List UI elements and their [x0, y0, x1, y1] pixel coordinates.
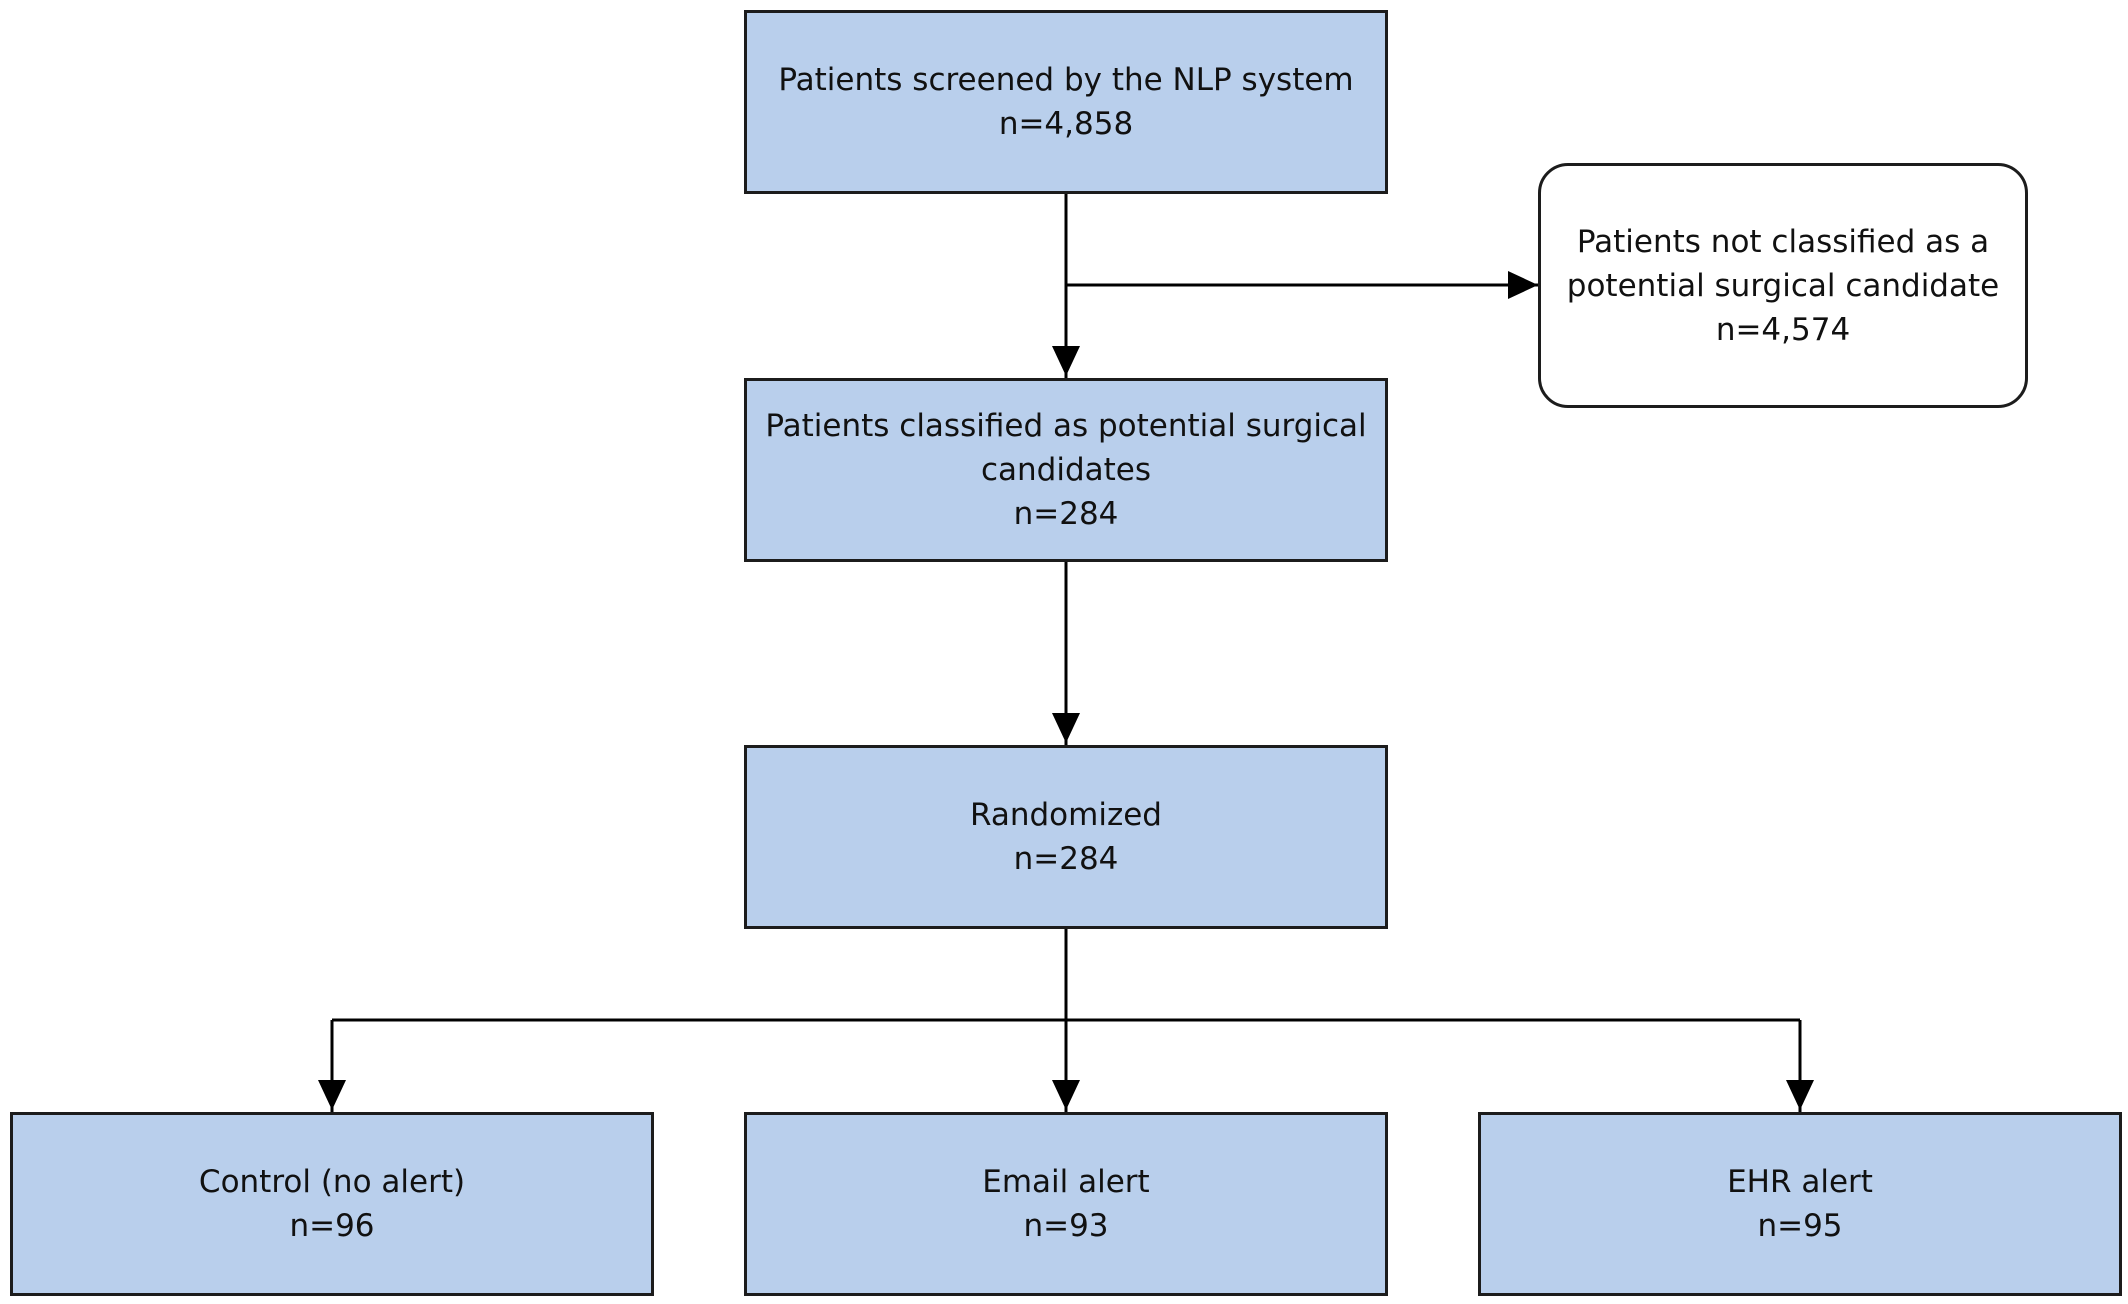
screened-box: Patients screened by the NLP system n=4,… [744, 10, 1388, 194]
randomized-label: Randomized [970, 797, 1162, 833]
arrowhead-control [318, 1080, 346, 1110]
excluded-box: Patients not classified as a potential s… [1538, 163, 2028, 408]
email-arm-count: n=93 [1023, 1208, 1109, 1244]
ehr-arm-count: n=95 [1757, 1208, 1843, 1244]
excluded-count: n=4,574 [1715, 311, 1851, 348]
screened-label: Patients screened by the NLP system [778, 62, 1354, 98]
excluded-label-line2: potential surgical candidate [1566, 267, 2000, 304]
control-arm-label: Control (no alert) [198, 1164, 466, 1200]
classified-count: n=284 [1013, 496, 1119, 532]
control-arm-count: n=96 [289, 1208, 375, 1244]
ehr-arm-box: EHR alert n=95 [1478, 1112, 2122, 1296]
ehr-arm-label: EHR alert [1727, 1164, 1873, 1200]
email-arm-box: Email alert n=93 [744, 1112, 1388, 1296]
email-arm-label: Email alert [982, 1164, 1150, 1200]
excluded-label-line1: Patients not classified as a [1576, 223, 1990, 260]
arrowhead-classified [1052, 346, 1080, 376]
classified-label-line1: Patients classified as potential surgica… [765, 408, 1367, 444]
control-arm-box: Control (no alert) n=96 [10, 1112, 654, 1296]
classified-label-line2: candidates [980, 452, 1152, 488]
classified-box: Patients classified as potential surgica… [744, 378, 1388, 562]
randomized-box: Randomized n=284 [744, 745, 1388, 929]
arrowhead-ehr [1786, 1080, 1814, 1110]
arrowhead-excluded [1508, 271, 1538, 299]
arrowhead-email [1052, 1080, 1080, 1110]
screened-count: n=4,858 [998, 106, 1134, 142]
randomized-count: n=284 [1013, 841, 1119, 877]
arrowhead-randomized [1052, 713, 1080, 743]
